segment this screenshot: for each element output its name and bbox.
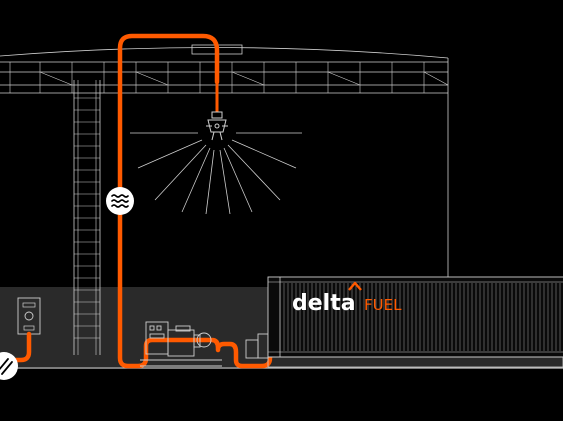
- fuel-pipe: [117, 33, 285, 369]
- logo-suffix: FUEL: [364, 296, 402, 314]
- logo-wordmark: delta: [292, 291, 356, 316]
- flow-arrows-icon[interactable]: [0, 352, 18, 380]
- fuel-container: [267, 276, 563, 368]
- delta-fuel-logo: delta FUEL: [292, 281, 402, 316]
- hangar-structure: [0, 44, 449, 355]
- fuel-nozzle-icon: [130, 82, 302, 215]
- fuel-dispenser: [7, 297, 41, 363]
- water-waves-icon[interactable]: [106, 187, 134, 215]
